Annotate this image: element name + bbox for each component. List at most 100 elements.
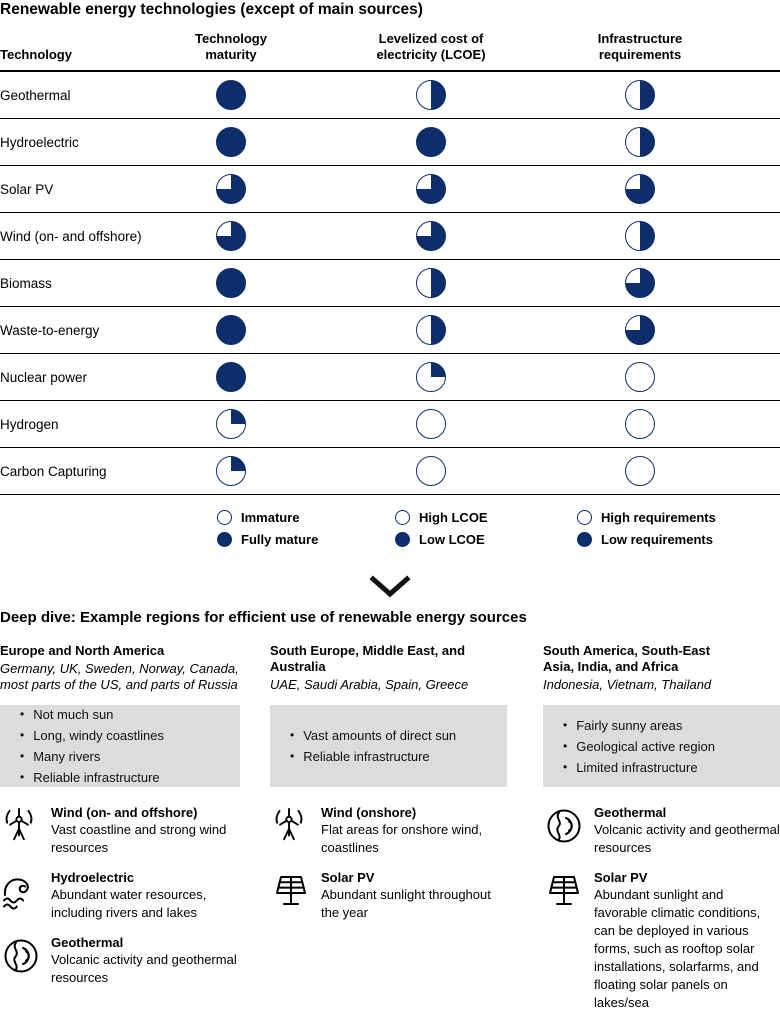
infrastructure-harvey-ball-icon (625, 456, 655, 486)
region-bullet: Reliable infrastructure (20, 767, 164, 788)
energy-source-item: Geothermal Volcanic activity and geother… (543, 804, 780, 857)
energy-source-item: Wind (onshore) Flat areas for onshore wi… (270, 804, 507, 857)
region-bullet: Many rivers (20, 746, 164, 767)
region-column: South America, South-East Asia, India, a… (543, 643, 780, 1024)
solar-panel-icon (549, 876, 579, 905)
deep-dive-regions: Europe and North America Germany, UK, Sw… (0, 643, 780, 1024)
solar-panel-icon (276, 876, 306, 905)
energy-source-item: Solar PV Abundant sunlight and favorable… (543, 869, 780, 1012)
maturity-harvey-ball-icon (216, 362, 246, 392)
lcoe-harvey-ball-icon (416, 174, 446, 204)
region-column: South Europe, Middle East, and Australia… (270, 643, 507, 1024)
technology-label: Waste-to-energy (0, 322, 100, 338)
legend-item: Low LCOE (395, 528, 488, 550)
region-column: Europe and North America Germany, UK, Sw… (0, 643, 240, 1024)
region-bullet: Fairly sunny areas (563, 715, 715, 736)
table-row: Nuclear power (0, 354, 780, 401)
legend-full-circle-icon (577, 531, 592, 547)
energy-source-item: Hydroelectric Abundant water resources, … (0, 869, 240, 922)
wind-turbine-icon (5, 808, 33, 841)
maturity-harvey-ball-icon (216, 315, 246, 345)
maturity-harvey-ball-icon (216, 268, 246, 298)
infrastructure-harvey-ball-icon (625, 221, 655, 251)
legend: Immature Fully mature High LCOE Low LCOE… (0, 495, 780, 559)
maturity-harvey-ball-icon (216, 221, 246, 251)
maturity-harvey-ball-icon (216, 409, 246, 439)
column-header-maturity: Technology maturity (195, 31, 267, 62)
energy-source-name: Wind (on- and offshore) (51, 805, 198, 820)
legend-item: High requirements (577, 506, 716, 528)
energy-source-description: Flat areas for onshore wind, coastlines (321, 822, 483, 855)
region-sources: Wind (onshore) Flat areas for onshore wi… (270, 804, 507, 922)
region-sources: Wind (on- and offshore) Vast coastline a… (0, 804, 240, 987)
energy-source-item: Wind (on- and offshore) Vast coastline a… (0, 804, 240, 857)
region-bullet: Not much sun (20, 704, 164, 725)
infrastructure-harvey-ball-icon (625, 80, 655, 110)
energy-source-item: Solar PV Abundant sunlight throughout th… (270, 869, 507, 922)
legend-item: Fully mature (217, 528, 318, 550)
region-characteristics-box: Vast amounts of direct sunReliable infra… (270, 705, 507, 787)
energy-source-description: Vast coastline and strong wind resources (51, 822, 227, 855)
legend-empty-circle-icon (217, 509, 232, 525)
table-row: Carbon Capturing (0, 448, 780, 495)
energy-source-description: Abundant sunlight throughout the year (321, 887, 491, 920)
region-example-countries: Indonesia, Vietnam, Thailand (543, 677, 712, 692)
wave-icon (3, 878, 29, 910)
region-heading: South Europe, Middle East, and Australia (270, 643, 466, 674)
column-header-lcoe: Levelized cost of electricity (LCOE) (376, 31, 486, 62)
legend-item: High LCOE (395, 506, 488, 528)
region-bullet: Geological active region (563, 736, 715, 757)
energy-source-description: Abundant sunlight and favorable climatic… (594, 887, 761, 1010)
technology-label: Wind (on- and offshore) (0, 228, 142, 244)
wind-turbine-icon (275, 808, 303, 841)
table-row: Hydroelectric (0, 119, 780, 166)
infrastructure-harvey-ball-icon (625, 315, 655, 345)
legend-item: Low requirements (577, 528, 716, 550)
maturity-harvey-ball-icon (216, 174, 246, 204)
infrastructure-harvey-ball-icon (625, 268, 655, 298)
deep-dive-title: Deep dive: Example regions for efficient… (0, 609, 527, 626)
region-sources: Geothermal Volcanic activity and geother… (543, 804, 780, 1012)
lcoe-harvey-ball-icon (416, 362, 446, 392)
energy-source-name: Geothermal (594, 805, 667, 820)
legend-empty-label: Immature (241, 509, 300, 525)
legend-empty-label: High LCOE (419, 509, 488, 525)
technology-label: Carbon Capturing (0, 463, 107, 479)
page-title: Renewable energy technologies (except of… (0, 1, 423, 18)
lcoe-harvey-ball-icon (416, 127, 446, 157)
legend-empty-circle-icon (577, 509, 592, 525)
region-characteristics-box: Fairly sunny areasGeological active regi… (543, 705, 780, 787)
region-characteristics-box: Not much sunLong, windy coastlinesMany r… (0, 705, 240, 787)
energy-source-description: Abundant water resources, including rive… (51, 887, 207, 920)
column-header-infrastructure: Infrastructure requirements (597, 31, 683, 62)
lcoe-harvey-ball-icon (416, 80, 446, 110)
technology-label: Geothermal (0, 87, 71, 103)
geothermal-icon (4, 939, 38, 973)
legend-item: Immature (217, 506, 318, 528)
region-bullet: Limited infrastructure (563, 757, 715, 778)
lcoe-harvey-ball-icon (416, 456, 446, 486)
infrastructure-harvey-ball-icon (625, 174, 655, 204)
energy-source-name: Wind (onshore) (321, 805, 417, 820)
infrastructure-harvey-ball-icon (625, 127, 655, 157)
legend-group: Immature Fully mature (217, 506, 318, 550)
legend-group: High requirements Low requirements (577, 506, 716, 550)
region-bullet-list: Vast amounts of direct sunReliable infra… (290, 725, 456, 767)
maturity-harvey-ball-icon (216, 456, 246, 486)
energy-source-name: Solar PV (594, 870, 648, 885)
region-bullet: Long, windy coastlines (20, 725, 164, 746)
geothermal-icon (547, 809, 581, 843)
region-example-countries: Germany, UK, Sweden, Norway, Canada, mos… (0, 661, 239, 692)
maturity-harvey-ball-icon (216, 127, 246, 157)
table-row: Hydrogen (0, 401, 780, 448)
table-body: Geothermal Hydroelectric Solar PV Wind (… (0, 72, 780, 495)
table-row: Geothermal (0, 72, 780, 119)
table-header: Technology Technology maturity Levelized… (0, 19, 780, 72)
region-bullet-list: Not much sunLong, windy coastlinesMany r… (20, 704, 164, 788)
region-heading: South America, South-East Asia, India, a… (543, 643, 711, 674)
energy-source-description: Volcanic activity and geothermal resourc… (594, 822, 780, 855)
legend-empty-label: High requirements (601, 509, 716, 525)
legend-full-label: Fully mature (241, 531, 319, 547)
legend-full-label: Low LCOE (419, 531, 485, 547)
